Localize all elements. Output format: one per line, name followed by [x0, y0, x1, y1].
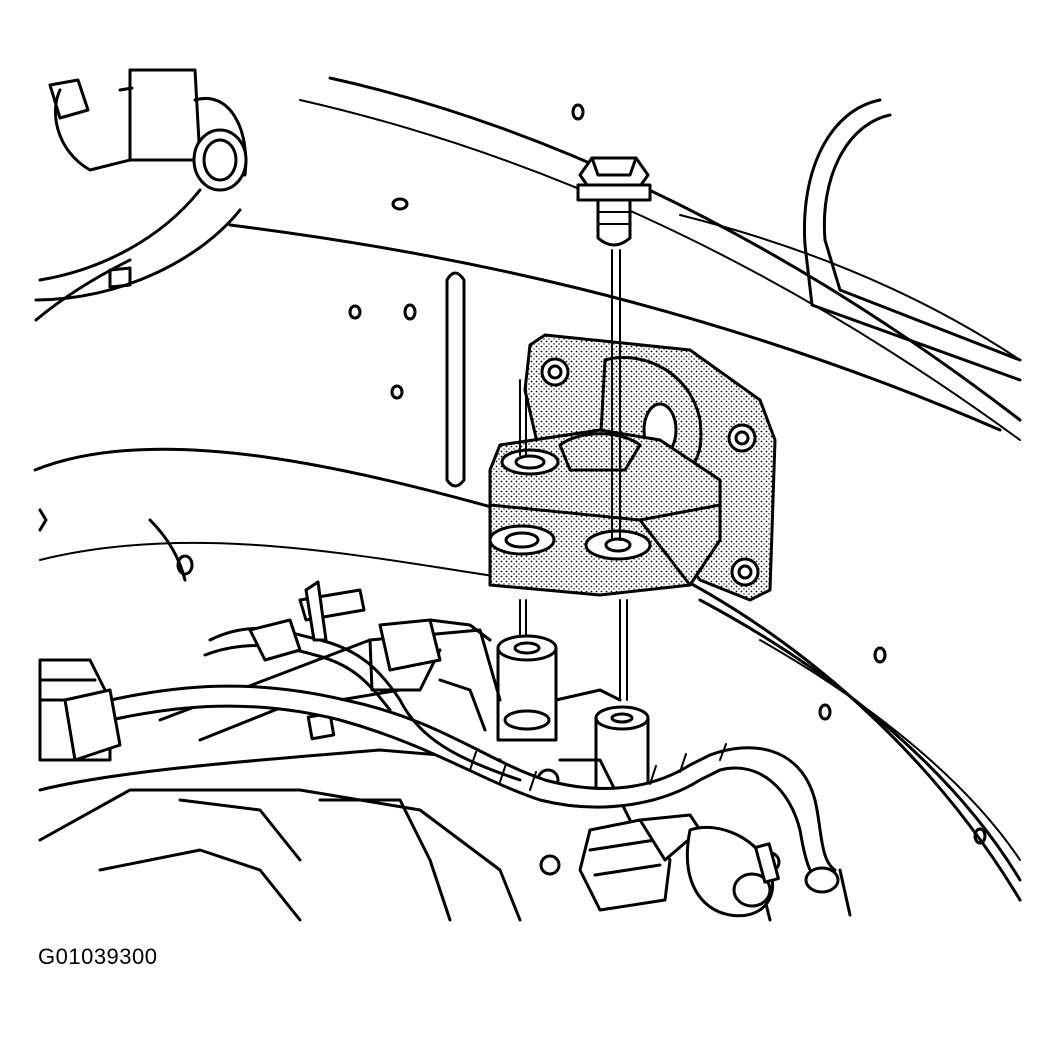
- transmission-mount-studs: [496, 634, 650, 792]
- wiring-harness: [68, 580, 840, 894]
- panel-holes: [176, 103, 987, 845]
- mount-bolt: [576, 156, 652, 247]
- electrical-connector-left: [38, 658, 122, 762]
- strut-tower: [34, 68, 248, 302]
- figure-id-label: G01039300: [38, 944, 158, 969]
- engine-mount: [488, 428, 722, 597]
- left-edge-details: [38, 508, 187, 582]
- electrical-connector-right: [578, 813, 780, 918]
- transmission-assembly: [38, 618, 852, 922]
